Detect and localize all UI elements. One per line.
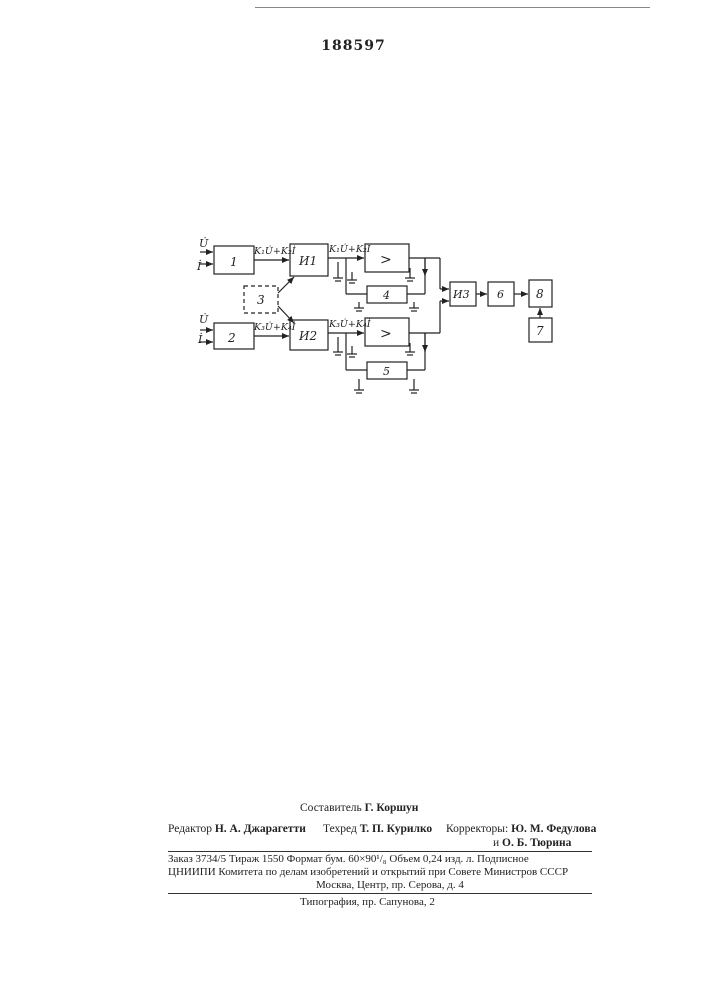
correctors-label: Корректоры: — [446, 823, 508, 835]
corrector2-prefix: и — [493, 837, 499, 849]
imprint: Составитель Г. Коршун Редактор Н. А. Джа… — [168, 0, 592, 1000]
techred-name: Т. П. Курилко — [360, 823, 432, 835]
order-line: Заказ 3734/5 Тираж 1550 Формат бум. 60×9… — [168, 853, 529, 865]
techred-line: Техред Т. П. Курилко — [323, 823, 432, 835]
imprint-rule-2 — [168, 893, 592, 894]
address-line: Москва, Центр, пр. Серова, д. 4 — [316, 879, 464, 891]
corrector1-name: Ю. М. Федулова — [511, 823, 596, 835]
corrector2-name: О. Б. Тюрина — [502, 837, 571, 849]
imprint-rule-1 — [168, 851, 592, 852]
compiler-name: Г. Коршун — [365, 802, 419, 814]
compiler-line: Составитель Г. Коршун — [300, 802, 418, 814]
editor-name: Н. А. Джарагетти — [215, 823, 306, 835]
corrector2-line: и О. Б. Тюрина — [493, 837, 571, 849]
editor-label: Редактор — [168, 823, 212, 835]
editor-line: Редактор Н. А. Джарагетти — [168, 823, 306, 835]
institute-line: ЦНИИПИ Комитета по делам изобретений и о… — [168, 866, 568, 878]
correctors-line: Корректоры: Ю. М. Федулова — [446, 823, 596, 835]
compiler-label: Составитель — [300, 802, 362, 814]
printer-line: Типография, пр. Сапунова, 2 — [300, 896, 435, 908]
techred-label: Техред — [323, 823, 357, 835]
